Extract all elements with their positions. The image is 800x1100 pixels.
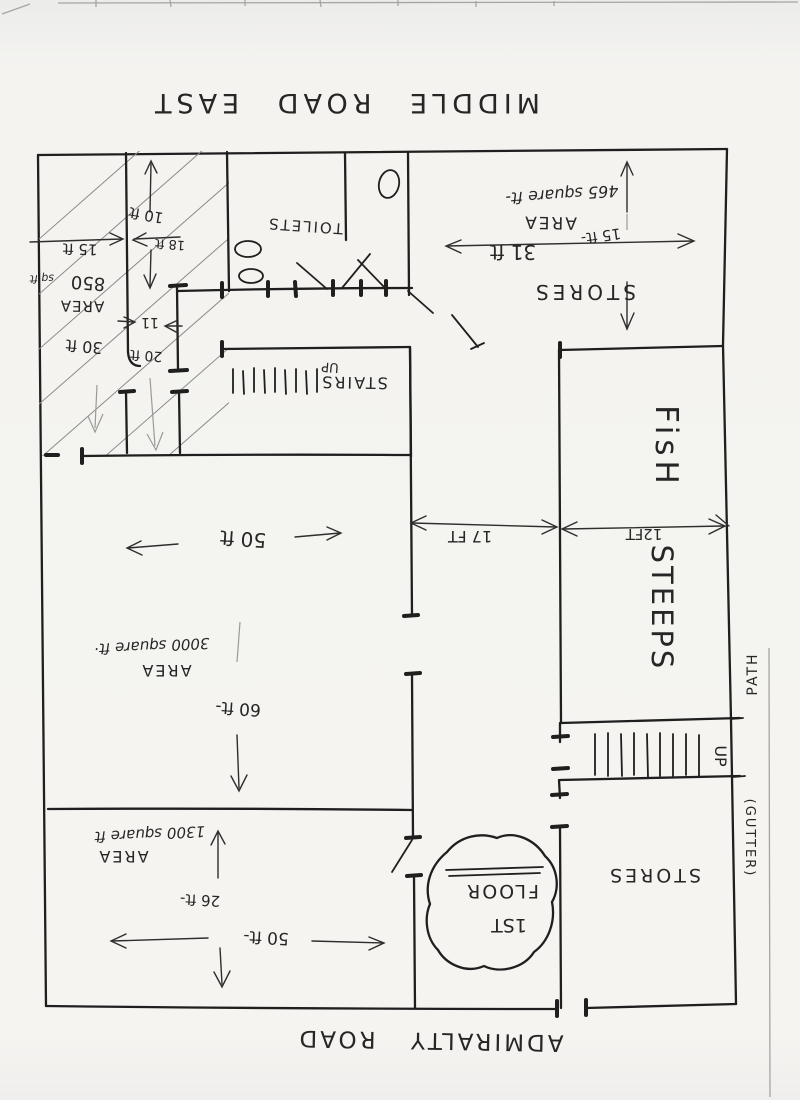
stores-top-depth: 15 ft- [580,224,622,247]
toilets-walls [225,150,411,297]
floor-stamp [425,834,558,971]
hatched-area-pencil-lines [39,151,229,456]
floor-stamp-line1: 1ST [491,914,527,936]
hatched-area-word: AREA [60,297,105,316]
stores-top-area-value: 465 square ft- [505,181,620,208]
stores-top-dimensions [444,160,696,331]
dim-30ft: 30 ft [65,335,104,357]
middle-unit-width: 50 ft [219,525,267,552]
outer-walls [36,147,738,1018]
passage-width: 17 FT [448,527,492,546]
outside-right-ticks [730,717,746,778]
fish-shop-walls [557,341,742,725]
middle-unit-depth: 60 ft- [215,696,262,719]
outside-gutter-label: (GUTTER) [742,799,757,878]
passage-dimension [409,515,559,535]
dim-15ft-left: 15 ft [62,239,97,258]
stores-top-label: STORES [532,280,636,304]
middle-unit-area-word: AREA [140,661,191,680]
lower-unit-width: 50 ft- [243,926,290,948]
fish-shop-width: 12FT [625,525,662,543]
dim-18ft: 18 ft [155,235,186,252]
fish-shop-name-line1: FisH [648,405,684,489]
hatched-unit-walls [118,151,189,455]
fish-shop-name-line2: STEEPS [645,545,679,672]
lower-unit-area-word: AREA [97,847,148,866]
main-stairs-direction: UP [321,358,340,374]
hatched-unit-dimensions [29,159,183,452]
main-stairs-label: STAIRS [320,372,388,392]
small-stairs-direction: UP [711,745,730,767]
middle-unit-dimensions [125,526,343,793]
stores-top-area-word: AREA [523,212,577,233]
lower-unit-dimensions [109,829,386,989]
toilets-label: TOILETS [267,214,345,237]
outside-path-label: PATH [745,652,761,695]
lower-unit-area-value: 1300 square ft [93,822,205,846]
road-name-top: MIDDLE ROAD EAST [150,87,540,118]
main-stairs-room [220,340,413,459]
left-block-right-wall [391,345,423,1010]
lower-unit-depth: 26 ft- [180,890,221,910]
hatched-area-unit: sq ft [29,272,55,286]
stores-bottom-walls [550,778,569,1010]
stores-bottom-label: STORES [607,864,701,886]
dim-20ft: 20 ft [129,346,163,364]
stores-top-width: 31 ft [490,240,536,264]
middle-room-top-wall [44,447,413,465]
dim-10ft: 10 ft [127,203,164,227]
door-corridor-wall [176,259,485,350]
small-stairs [551,721,742,782]
hatched-area-value: 850 [70,271,106,294]
floor-stamp-line2: FLOOR [465,880,539,902]
middle-unit-area-value: 3000 square ft· [94,634,210,658]
dim-11: 11 [141,314,159,330]
road-name-bottom: ADMIRALTY ROAD [296,1025,563,1056]
lower-room-top-wall [46,807,414,812]
fish-shop-dimension [560,514,730,537]
